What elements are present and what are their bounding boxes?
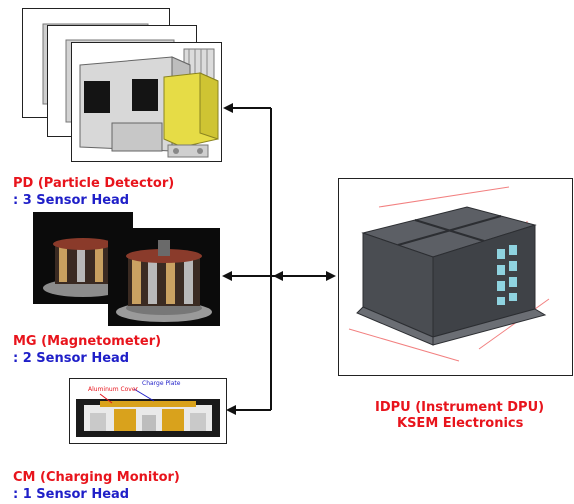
cm-annot-aluminum-cover: Aluminum Cover [88, 386, 139, 393]
cm-annot-charge-plate: Charge Plate [142, 380, 181, 387]
pd-title: PD (Particle Detector) [13, 176, 175, 191]
mg-title: MG (Magnetometer) [13, 334, 162, 349]
mg-photo-right [108, 228, 220, 326]
pd-render-front [71, 42, 222, 162]
cm-subtitle: : 1 Sensor Head [13, 487, 130, 502]
idpu-render [338, 178, 573, 376]
cm-title: CM (Charging Monitor) [13, 470, 180, 485]
idpu-subtitle: KSEM Electronics [397, 416, 524, 431]
idpu-title: IDPU (Instrument DPU) [375, 400, 545, 415]
mg-subtitle: : 2 Sensor Head [13, 351, 130, 366]
cm-cross-section: Charge Plate Aluminum Cover [69, 378, 227, 444]
mg-photo-left [33, 212, 133, 304]
pd-subtitle: : 3 Sensor Head [13, 193, 130, 208]
